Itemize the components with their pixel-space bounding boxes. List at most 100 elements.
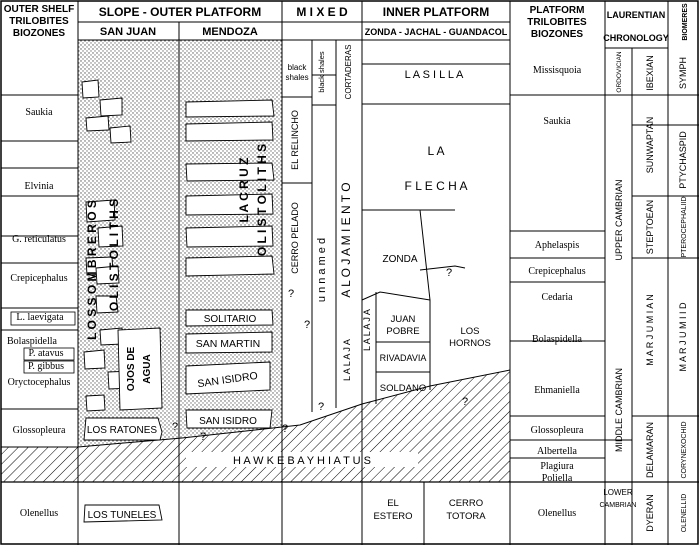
mixed-header: M I X E D (296, 5, 348, 19)
laurentian-header: LAURENTIAN (607, 10, 666, 20)
outer-shelf-header-2: TRILOBITES (9, 16, 69, 27)
question-mark: ? (304, 319, 310, 331)
outer-zone-oryctocephalus: Oryctocephalus (8, 377, 71, 388)
formation-el: EL (387, 498, 399, 509)
platform-zone-bolaspidella: Bolaspidella (532, 334, 583, 345)
epoch-cambrian: CAMBRIAN (600, 502, 637, 509)
formation-soldano: SOLDANO (380, 383, 426, 394)
stage-dyeran: DYERAN (645, 494, 655, 532)
stage-sunwaptan: SUNWAPTAN (645, 117, 655, 174)
slope-outer-platform-header: SLOPE - OUTER PLATFORM (99, 5, 261, 19)
question-mark: ? (288, 288, 294, 300)
formation-alojamiento: A L O J A M I E N T O (339, 182, 353, 297)
epoch-middle-cambrian: MIDDLE CAMBRIAN (614, 368, 624, 452)
formation-black-shales-2: black shales (317, 51, 326, 93)
outer-shelf-header-3: BIOZONES (13, 28, 66, 39)
epoch-upper-cambrian: UPPER CAMBRIAN (614, 179, 624, 260)
platform-zone-olenellus: Olenellus (538, 508, 576, 519)
chronology-header: CHRONOLOGY (603, 33, 669, 43)
question-mark: ? (462, 396, 468, 408)
platform-header-2: TRILOBITES (527, 17, 587, 28)
formation-cortaderas: CORTADERAS (344, 45, 353, 100)
formation-unnamed: u n n a m e d (316, 238, 328, 302)
biomere-ptychaspid: PTYCHASPID (678, 131, 688, 189)
stage-marjumian: M A R J U M I A N (645, 294, 655, 366)
platform-header-3: BIOZONES (531, 29, 584, 40)
outer-zone-g-reticulatus: G. reticulatus (12, 234, 66, 245)
stage-steptoean: STEPTOEAN (645, 200, 655, 254)
outer-zone-glossopleura: Glossopleura (13, 425, 66, 436)
formation-juan: JUAN (391, 314, 416, 325)
formation-los-tuneles: LOS TUNELES (88, 510, 157, 521)
outer-zone-olenellus: Olenellus (20, 508, 58, 519)
formation-totora: TOTORA (446, 511, 486, 522)
stage-ibexian: IBEXIAN (645, 55, 655, 91)
platform-zone-poliella: Poliella (542, 473, 573, 484)
formation-black-shales-1a: black (288, 63, 308, 72)
stage-delamaran: DELAMARAN (645, 422, 655, 478)
epoch-lower: LOWER (603, 488, 633, 497)
formation-la-cruz: L A C R U Z (237, 158, 251, 223)
formation-olistoliths-a: O L I S T O L I T H S (107, 199, 121, 311)
question-mark: ? (282, 423, 288, 435)
formation-estero: ESTERO (373, 511, 412, 522)
formation-san-martin: SAN MARTIN (196, 338, 261, 350)
question-mark: ? (172, 421, 178, 433)
outer-zone-bolaspidella: Bolaspidella (7, 336, 58, 347)
mendoza-header: MENDOZA (202, 26, 258, 38)
epoch-ordovician: ORDOVICIAN (616, 51, 623, 92)
platform-zone-saukia: Saukia (543, 116, 571, 127)
formation-la: L A (428, 144, 445, 158)
formation-cerro-pelado: CERRO PELADO (290, 202, 300, 274)
biomere-marjumiid: M A R J U M I I D (678, 302, 688, 372)
platform-zone-plagiura: Plagiura (540, 461, 574, 472)
biomere-pterocephaliid: PTEROCEPHALIID (681, 196, 688, 257)
formation-el-relincho: EL RELINCHO (290, 110, 300, 170)
formation-la-silla: L A S I L L A (405, 69, 464, 81)
outer-zone-crepicephalus: Crepicephalus (10, 273, 67, 284)
outer-zone-p-atavus: P. atavus (29, 348, 64, 359)
formation-los: LOS (460, 326, 479, 337)
formation-flecha: F L E C H A (405, 179, 468, 193)
formation-olistoliths-b: O L I S T O L I T H S (255, 144, 269, 256)
formation-cerro: CERRO (449, 498, 483, 509)
outer-zone-saukia: Saukia (25, 107, 53, 118)
biomeres-header: BIOMERES (682, 3, 689, 41)
question-mark: ? (318, 401, 324, 413)
platform-zone-missisquoia: Missisquoia (533, 65, 582, 76)
platform-zone-albertella: Albertella (537, 446, 578, 457)
question-mark: ? (200, 431, 206, 443)
formation-solitario: SOLITARIO (204, 314, 257, 325)
formation-ojos-de: OJOS DE (126, 346, 137, 391)
platform-header-1: PLATFORM (530, 5, 585, 16)
formation-san-isidro-2: SAN ISIDRO (199, 416, 257, 427)
formation-agua: AGUA (142, 354, 153, 383)
outer-zone-l-laevigata: L. laevigata (16, 312, 64, 323)
platform-zone-aphelaspis: Aphelaspis (535, 240, 580, 251)
platform-zone-ehmaniella: Ehmaniella (534, 385, 580, 396)
inner-platform-header: INNER PLATFORM (383, 5, 489, 19)
formation-la-laja-upper: L A L A J A (362, 309, 372, 351)
formation-black-shales-1b: shales (285, 73, 308, 82)
san-juan-header: SAN JUAN (100, 26, 156, 38)
hawke-bay-hiatus-label: H A W K E B A Y H I A T U S (233, 455, 371, 467)
outer-shelf-header-1: OUTER SHELF (4, 4, 75, 15)
formation-zonda: ZONDA (383, 254, 418, 265)
zonda-jachal-guandacol-header: ZONDA - JACHAL - GUANDACOL (365, 27, 508, 37)
hiatus-label-bg (186, 452, 418, 467)
biomere-corynexochid: CORYNEXOCHID (681, 421, 688, 478)
question-mark: ? (446, 267, 452, 279)
platform-zone-cedaria: Cedaria (541, 292, 573, 303)
formation-los-sombreros: L O S S O M B R E R O S (85, 200, 99, 340)
outer-zone-elvinia: Elvinia (25, 181, 54, 192)
platform-zone-crepicephalus: Crepicephalus (528, 266, 585, 277)
biomere-symph: SYMPH (678, 57, 688, 89)
biomere-olenellid: OLENELLID (681, 494, 688, 533)
formation-hornos: HORNOS (449, 338, 491, 349)
formation-la-laja-lower: L A L A J A (342, 339, 352, 381)
formation-pobre: POBRE (386, 326, 419, 337)
outer-zone-p-gibbus: P. gibbus (28, 361, 64, 372)
platform-zone-glossopleura: Glossopleura (531, 425, 584, 436)
